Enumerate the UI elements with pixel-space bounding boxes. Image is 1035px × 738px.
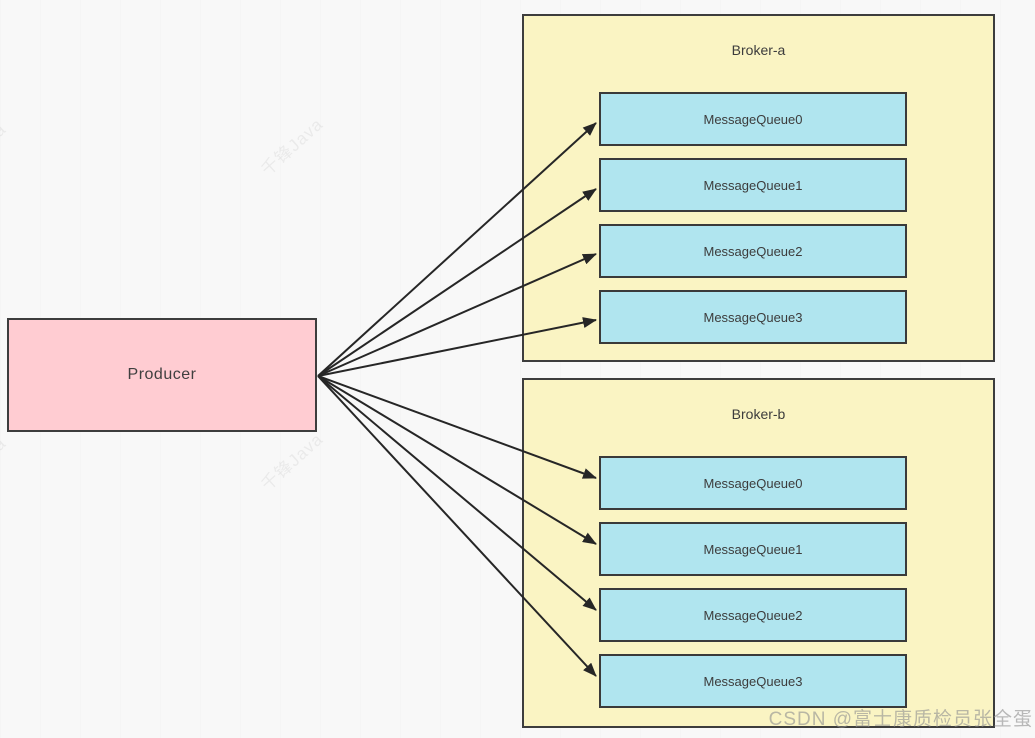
csdn-watermark: CSDN @富士康质检员张全蛋 [768,709,1033,730]
site-watermark: 千锋Java [257,114,327,180]
broker-b-queue-3: MessageQueue3 [599,654,907,708]
broker-a-queue-3: MessageQueue3 [599,290,907,344]
queue-label: MessageQueue0 [703,475,803,491]
queue-label: MessageQueue2 [703,243,803,259]
broker-b-title: Broker-b [731,406,786,422]
site-watermark: 千锋Java [0,119,10,185]
queue-label: MessageQueue0 [703,111,803,127]
broker-b-queue-0: MessageQueue0 [599,456,907,510]
queue-label: MessageQueue1 [703,541,803,557]
broker-a-node: Broker-a MessageQueue0 MessageQueue1 Mes… [522,14,995,362]
broker-a-queue-0: MessageQueue0 [599,92,907,146]
broker-b-queue-2: MessageQueue2 [599,588,907,642]
queue-label: MessageQueue1 [703,177,803,193]
producer-label: Producer [127,366,197,383]
queue-label: MessageQueue3 [703,309,803,325]
producer-node: Producer [7,318,317,432]
site-watermark: 千锋Java [257,429,327,495]
site-watermark: 千锋Java [0,433,10,499]
broker-a-queue-1: MessageQueue1 [599,158,907,212]
queue-label: MessageQueue2 [703,607,803,623]
broker-a-queue-2: MessageQueue2 [599,224,907,278]
queue-label: MessageQueue3 [703,673,803,689]
broker-b-queue-1: MessageQueue1 [599,522,907,576]
broker-b-node: Broker-b MessageQueue0 MessageQueue1 Mes… [522,378,995,728]
broker-a-title: Broker-a [731,42,786,58]
